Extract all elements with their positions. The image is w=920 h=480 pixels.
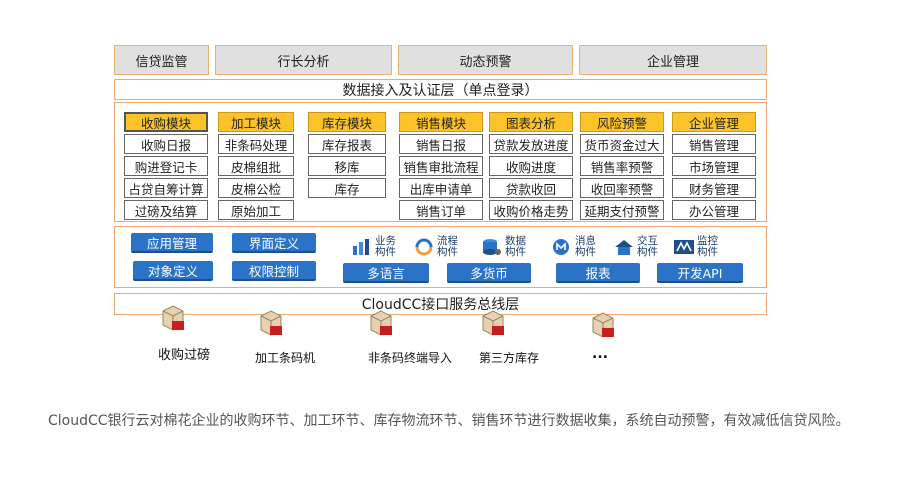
object-definition-button: 对象定义 xyxy=(133,261,213,281)
module-item: 贷款收回 xyxy=(489,178,573,198)
component-label: 业务构件 xyxy=(375,235,396,258)
module-item: 收购日报 xyxy=(124,134,208,154)
module-purchase: 收购模块 收购日报 购进登记卡 占贷自筹计算 过磅及结算 xyxy=(124,112,208,220)
component-label: 交互构件 xyxy=(637,235,658,258)
server-icon xyxy=(482,310,504,336)
module-item: 销售审批流程 xyxy=(399,156,483,176)
module-item: 库存报表 xyxy=(308,134,386,154)
module-item: 移库 xyxy=(308,156,386,176)
endpoint-label: 第三方库存 xyxy=(479,351,540,365)
module-item: 延期支付预警 xyxy=(580,200,664,220)
module-item: 销售管理 xyxy=(672,134,756,154)
module-item: 销售日报 xyxy=(399,134,483,154)
server-icon xyxy=(260,310,282,336)
module-header: 风险预警 xyxy=(580,112,664,132)
workflow-component-icon xyxy=(415,238,433,256)
module-item: 收回率预警 xyxy=(580,178,664,198)
module-item: 库存 xyxy=(308,178,386,198)
access-layer-bar: 数据接入及认证层（单点登录） xyxy=(114,79,767,100)
module-header: 企业管理 xyxy=(672,112,756,132)
endpoint-label: 收购过磅 xyxy=(158,348,211,363)
module-item: 非条码处理 xyxy=(218,134,294,154)
modules-panel: 收购模块 收购日报 购进登记卡 占贷自筹计算 过磅及结算 加工模块 非条码处理 … xyxy=(114,102,767,222)
platform-panel: 应用管理 界面定义 对象定义 权限控制 业务构件 流程构件 数据构件 消息构件 … xyxy=(114,226,767,288)
endpoint-label: 非条码终端导入 xyxy=(368,351,453,365)
module-item: 销售订单 xyxy=(399,200,483,220)
module-header: 销售模块 xyxy=(399,112,483,132)
top-box-president-analysis: 行长分析 xyxy=(215,45,392,75)
module-item: 原始加工 xyxy=(218,200,294,220)
module-header: 图表分析 xyxy=(489,112,573,132)
interaction-component-icon xyxy=(615,240,633,255)
endpoint-label: 加工条码机 xyxy=(255,351,316,365)
module-sales: 销售模块 销售日报 销售审批流程 出库申请单 销售订单 xyxy=(399,112,483,220)
component-label: 消息构件 xyxy=(575,235,596,258)
module-item: 贷款发放进度 xyxy=(489,134,573,154)
multi-language-button: 多语言 xyxy=(343,263,429,283)
message-component-icon xyxy=(553,239,569,255)
service-bus-layer: CloudCC接口服务总线层 xyxy=(114,293,767,315)
top-box-dynamic-warning: 动态预警 xyxy=(398,45,573,75)
top-box-credit-supervision: 信贷监管 xyxy=(114,45,209,75)
server-icon xyxy=(370,310,392,336)
dev-api-button: 开发API xyxy=(657,263,743,283)
component-label: 监控构件 xyxy=(697,235,718,258)
module-item: 出库申请单 xyxy=(399,178,483,198)
component-data: 数据构件 xyxy=(481,235,529,259)
permission-control-button: 权限控制 xyxy=(232,261,316,281)
report-button: 报表 xyxy=(556,263,640,283)
business-component-icon xyxy=(353,239,369,255)
server-icon xyxy=(592,312,614,338)
module-chart-analysis: 图表分析 贷款发放进度 收购进度 贷款收回 收购价格走势 xyxy=(489,112,573,220)
data-component-icon xyxy=(483,239,501,255)
module-item: 销售率预警 xyxy=(580,156,664,176)
module-item: 货币资金过大 xyxy=(580,134,664,154)
module-item: 财务管理 xyxy=(672,178,756,198)
endpoint-label: ... xyxy=(592,346,608,362)
module-enterprise: 企业管理 销售管理 市场管理 财务管理 办公管理 xyxy=(672,112,756,220)
ui-definition-button: 界面定义 xyxy=(232,233,316,253)
top-box-enterprise-management: 企业管理 xyxy=(579,45,767,75)
server-icon xyxy=(162,305,184,331)
module-item: 皮棉组批 xyxy=(218,156,294,176)
module-header: 库存模块 xyxy=(308,112,386,132)
module-item: 购进登记卡 xyxy=(124,156,208,176)
component-workflow: 流程构件 xyxy=(413,235,461,259)
module-item: 占贷自筹计算 xyxy=(124,178,208,198)
app-management-button: 应用管理 xyxy=(131,233,213,253)
component-label: 流程构件 xyxy=(437,235,458,258)
component-interaction: 交互构件 xyxy=(613,235,661,259)
multi-currency-button: 多货币 xyxy=(447,263,531,283)
module-item: 皮棉公检 xyxy=(218,178,294,198)
component-label: 数据构件 xyxy=(505,235,526,258)
module-item: 收购价格走势 xyxy=(489,200,573,220)
component-message: 消息构件 xyxy=(551,235,599,259)
module-item: 市场管理 xyxy=(672,156,756,176)
module-inventory: 库存模块 库存报表 移库 库存 xyxy=(308,112,386,198)
module-item: 过磅及结算 xyxy=(124,200,208,220)
caption-text: CloudCC银行云对棉花企业的收购环节、加工环节、库存物流环节、销售环节进行数… xyxy=(48,413,850,429)
component-monitor: 监控构件 xyxy=(673,235,721,259)
module-item: 办公管理 xyxy=(672,200,756,220)
module-processing: 加工模块 非条码处理 皮棉组批 皮棉公检 原始加工 xyxy=(218,112,294,220)
module-item: 收购进度 xyxy=(489,156,573,176)
module-header: 收购模块 xyxy=(124,112,208,132)
monitor-component-icon xyxy=(674,240,694,254)
module-header: 加工模块 xyxy=(218,112,294,132)
module-risk-warning: 风险预警 货币资金过大 销售率预警 收回率预警 延期支付预警 xyxy=(580,112,664,220)
component-business: 业务构件 xyxy=(351,235,399,259)
